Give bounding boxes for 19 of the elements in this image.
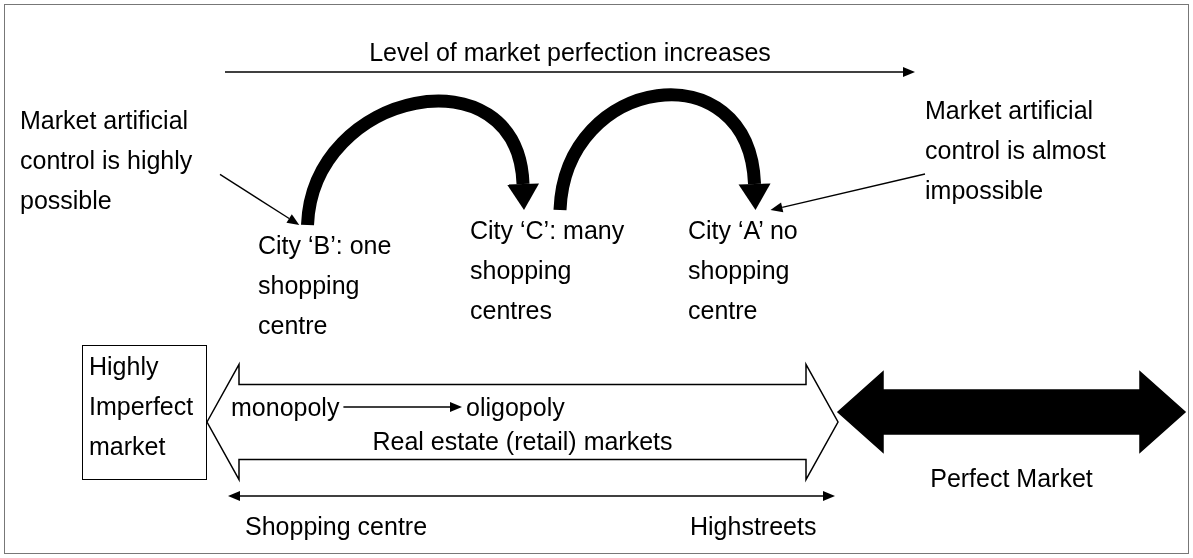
axis-caption: Level of market perfection increases	[368, 37, 772, 68]
market-box: Highly Imperfect market	[82, 345, 207, 480]
hollow-double-arrow	[206, 361, 839, 483]
market-type-label: monopoly	[227, 387, 344, 427]
text-label: Market artificial control is highly possible	[20, 100, 220, 220]
text-label: City ‘B’: one shopping centre	[258, 225, 423, 345]
text-label: City ‘C’: many shopping centres	[470, 210, 650, 330]
text-label: City ‘A’ no shopping centre	[688, 210, 838, 330]
arrow-label: Perfect Market	[929, 463, 1094, 494]
curved-arrow	[301, 94, 539, 227]
curved-arrow	[553, 88, 771, 211]
arrow	[770, 173, 926, 213]
span-label: Shopping centre	[245, 511, 428, 542]
span-label: Highstreets	[690, 511, 817, 542]
market-type-label: oligopoly	[462, 387, 569, 427]
arrow	[219, 173, 300, 225]
arrow	[342, 402, 462, 412]
text-label: Market artificial control is almost impossible	[925, 90, 1155, 210]
edge-label: Real estate (retail) markets	[372, 427, 673, 455]
